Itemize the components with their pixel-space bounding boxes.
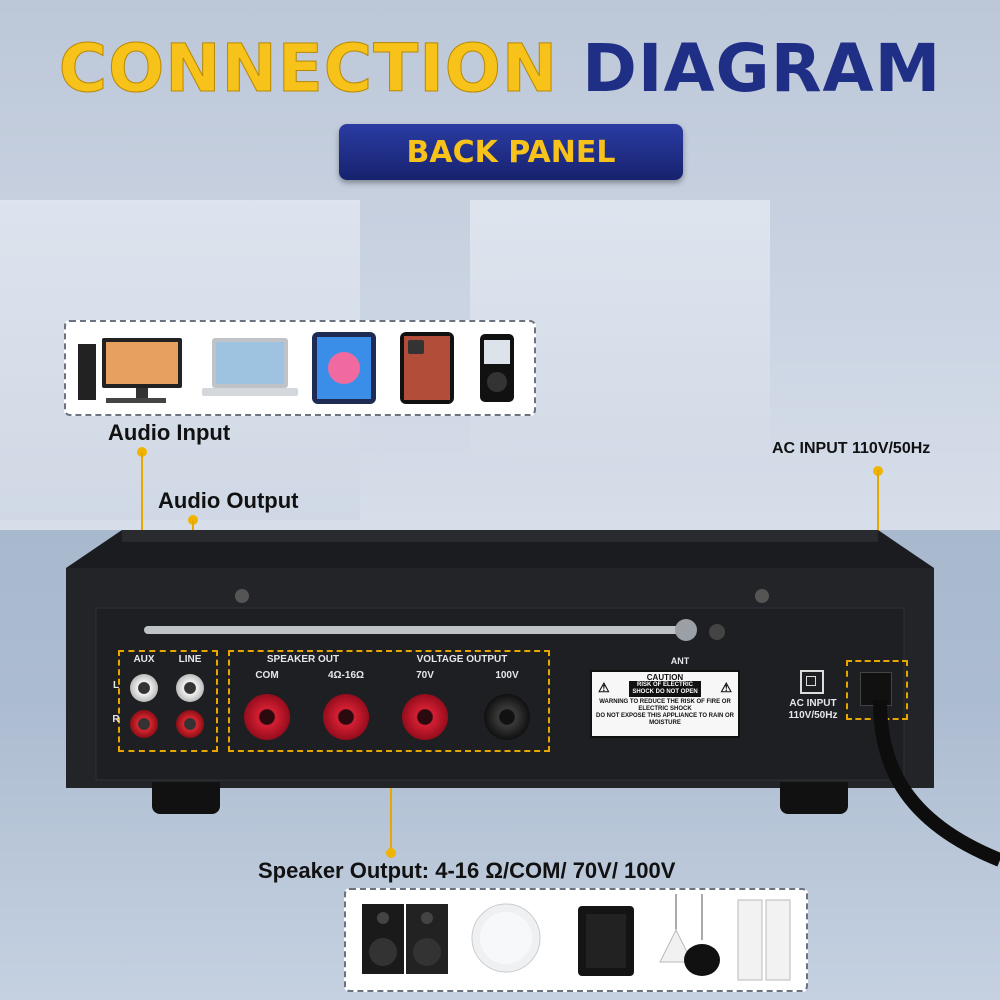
terminal-label-4-16: 4Ω-16Ω (327, 670, 365, 681)
caution-title: CAUTION (646, 673, 684, 682)
device-icons (78, 332, 514, 404)
terminal-4-16-ohm[interactable] (323, 694, 369, 740)
voltage-output-label: VOLTAGE OUTPUT (416, 654, 508, 665)
terminal-100v[interactable] (484, 694, 530, 740)
wall-speaker-icon (578, 906, 634, 976)
speaker-output-label: Speaker Output: 4-16 Ω/COM/ 70V/ 100V (258, 858, 676, 883)
warning-triangle-icon: ⚠ (598, 680, 610, 695)
mp3-player-icon (480, 334, 514, 402)
channel-l-label: L (112, 680, 120, 691)
desktop-pc-icon (78, 338, 182, 403)
audio-output-label: Audio Output (158, 488, 299, 513)
title-part-2: DIAGRAM (582, 30, 942, 107)
ant-label: ANT (670, 656, 690, 666)
ac-input-panel-label-1: AC INPUT (789, 698, 837, 709)
column-speakers-icon (737, 899, 791, 981)
line-label: LINE (178, 654, 202, 665)
line-l-jack[interactable] (176, 674, 204, 702)
aux-l-jack[interactable] (130, 674, 158, 702)
amplifier-back-panel: AUX LINE L R SPEAKER OUT VOLTAGE OUTPUT … (66, 530, 934, 814)
title-part-1: CONNECTION (58, 30, 559, 108)
power-cord (873, 700, 1000, 867)
bookshelf-speakers-icon (362, 904, 448, 974)
line-r-jack[interactable] (176, 710, 204, 738)
aux-r-jack[interactable] (130, 710, 158, 738)
ac-input-top-label: AC INPUT 110V/50Hz (772, 440, 931, 457)
terminal-label-com: COM (255, 670, 279, 681)
amplifier-foot-left (152, 782, 220, 814)
page-title: CONNECTION DIAGRAM (0, 30, 1000, 108)
speaker-out-highlight (228, 650, 550, 752)
caution-warning-text: WARNING TO REDUCE THE RISK OF FIRE OR EL… (599, 699, 731, 712)
aux-line-highlight (118, 650, 218, 752)
tablet-icon (312, 332, 376, 404)
ceiling-speaker-icon (471, 903, 541, 973)
subtitle-badge: BACK PANEL (339, 124, 683, 180)
speaker-output-leader-line (390, 750, 392, 850)
caution-label-plate: CAUTION ⚠ RISK OF ELECTRIC SHOCK DO NOT … (590, 670, 740, 738)
speaker-out-label: SPEAKER OUT (266, 654, 340, 665)
audio-input-devices-box (64, 320, 536, 416)
warning-triangle-icon: ⚠ (720, 680, 732, 695)
terminal-70v[interactable] (402, 694, 448, 740)
speaker-output-leader-dot (386, 848, 396, 858)
smartphone-icon (400, 332, 454, 404)
terminal-label-70v: 70V (416, 670, 434, 681)
pendant-speakers-icon (659, 894, 720, 976)
laptop-icon (202, 338, 298, 396)
terminal-com[interactable] (244, 694, 290, 740)
caution-expose-text: DO NOT EXPOSE THIS APPLIANCE TO RAIN OR … (595, 713, 734, 726)
terminal-label-100v: 100V (495, 670, 519, 681)
amplifier-foot-right (780, 782, 848, 814)
caution-risk-text: RISK OF ELECTRIC SHOCK DO NOT OPEN (629, 681, 701, 697)
channel-r-label: R (112, 714, 120, 725)
aux-label: AUX (133, 654, 155, 665)
ac-input-panel-label-2: 110V/50Hz (788, 710, 838, 721)
double-insulation-icon (800, 670, 824, 694)
audio-input-label: Audio Input (108, 420, 231, 445)
speaker-icons (362, 894, 791, 981)
speaker-devices-box (344, 888, 808, 992)
